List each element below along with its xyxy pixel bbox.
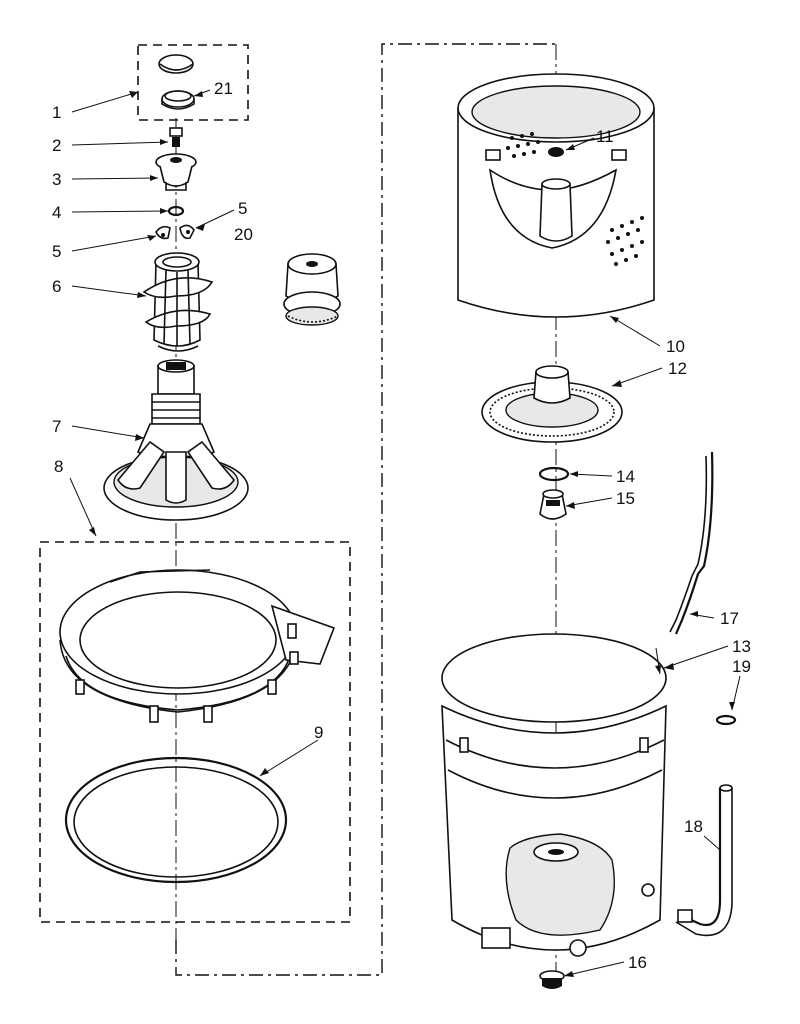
callout-11: 11 — [596, 127, 614, 146]
callout-13: 13 — [732, 637, 751, 656]
callout-3: 3 — [52, 170, 61, 189]
outer-tub — [441, 633, 667, 957]
drive-bell — [283, 253, 341, 326]
callout-10: 10 — [666, 337, 685, 356]
callout-20: 20 — [234, 225, 253, 244]
leader-arrowheads — [89, 91, 735, 977]
drain-hose-tube — [674, 451, 714, 635]
snap-ring — [538, 466, 570, 482]
callout-2: 2 — [52, 136, 61, 155]
leader-13-arrow — [664, 663, 674, 670]
basket-holes-right — [606, 216, 644, 266]
washer — [167, 205, 185, 217]
agitator-dog-left — [155, 225, 171, 240]
tub-ring — [59, 569, 336, 723]
leader-13 — [663, 645, 729, 669]
callout-19: 19 — [732, 657, 751, 676]
callout-4: 4 — [52, 203, 61, 222]
callout-9: 9 — [314, 723, 323, 742]
callout-6: 6 — [52, 277, 61, 296]
spin-basket — [457, 73, 655, 318]
callout-15: 15 — [616, 489, 635, 508]
callout-12: 12 — [668, 359, 687, 378]
tub-bushing — [539, 970, 565, 989]
pump-hose — [675, 784, 733, 937]
callout-14: 14 — [616, 467, 635, 486]
cap-ring — [161, 90, 195, 110]
hose-clamp — [715, 714, 737, 726]
basket-drive-hub — [481, 365, 623, 443]
agitator-adapter — [155, 153, 197, 191]
tub-seal-gasket — [64, 756, 288, 884]
callout-17: 17 — [720, 609, 739, 628]
callout-7: 7 — [52, 417, 61, 436]
callout-5-left: 5 — [52, 242, 61, 261]
bolt — [169, 127, 183, 147]
drain-hose-tube-edge — [669, 455, 708, 633]
callout-5-right: 5 — [238, 199, 247, 218]
tub-bearing — [539, 489, 567, 520]
callout-1: 1 — [52, 103, 61, 122]
callout-21: 21 — [214, 79, 233, 98]
agitator-auger — [142, 252, 214, 352]
cap-group-box — [137, 44, 249, 121]
callout-16: 16 — [628, 953, 647, 972]
callout-8: 8 — [54, 457, 63, 476]
agitator-base — [103, 359, 249, 521]
agitator-cap — [158, 54, 194, 74]
callout-18: 18 — [684, 817, 703, 836]
basket-holes-left — [506, 132, 540, 158]
agitator-dog-right — [179, 224, 195, 240]
tub-ring-group-box — [39, 541, 351, 923]
